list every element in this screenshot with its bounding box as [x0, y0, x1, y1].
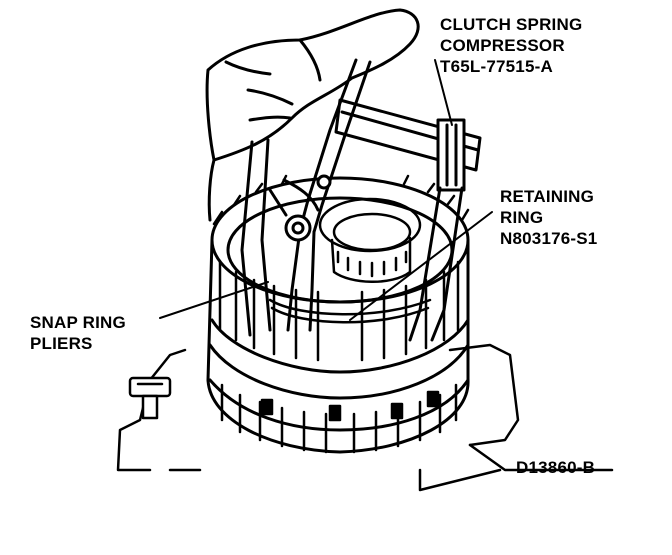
compressor-callout-line3: T65L-77515-A [440, 57, 553, 76]
snap-ring-pliers-callout-line2: PLIERS [30, 334, 93, 353]
retaining-ring [268, 298, 432, 324]
retaining-ring-callout-line3: N803176-S1 [500, 229, 598, 248]
snap-ring-pliers-callout: SNAP RING PLIERS [30, 312, 126, 354]
transmission-case [116, 343, 614, 492]
compressor-callout: CLUTCH SPRING COMPRESSOR T65L-77515-A [440, 14, 582, 77]
clutch-hub [318, 197, 422, 283]
snap-ring-pliers-callout-line1: SNAP RING [30, 313, 126, 332]
compressor-callout-line1: CLUTCH SPRING [440, 15, 583, 34]
retaining-ring-callout-line2: RING [500, 208, 544, 227]
snap-ring-pliers [268, 58, 372, 332]
case-bolt [128, 376, 172, 420]
retaining-ring-callout-line1: RETAINING [500, 187, 595, 206]
compressor-callout-line2: COMPRESSOR [440, 36, 565, 55]
technician-hand [205, 8, 420, 222]
figure-id: D13860-B [516, 458, 596, 477]
retaining-ring-callout: RETAINING RING N803176-S1 [500, 186, 597, 249]
leader-lines [159, 59, 493, 321]
drum-splines-lower [220, 383, 458, 454]
